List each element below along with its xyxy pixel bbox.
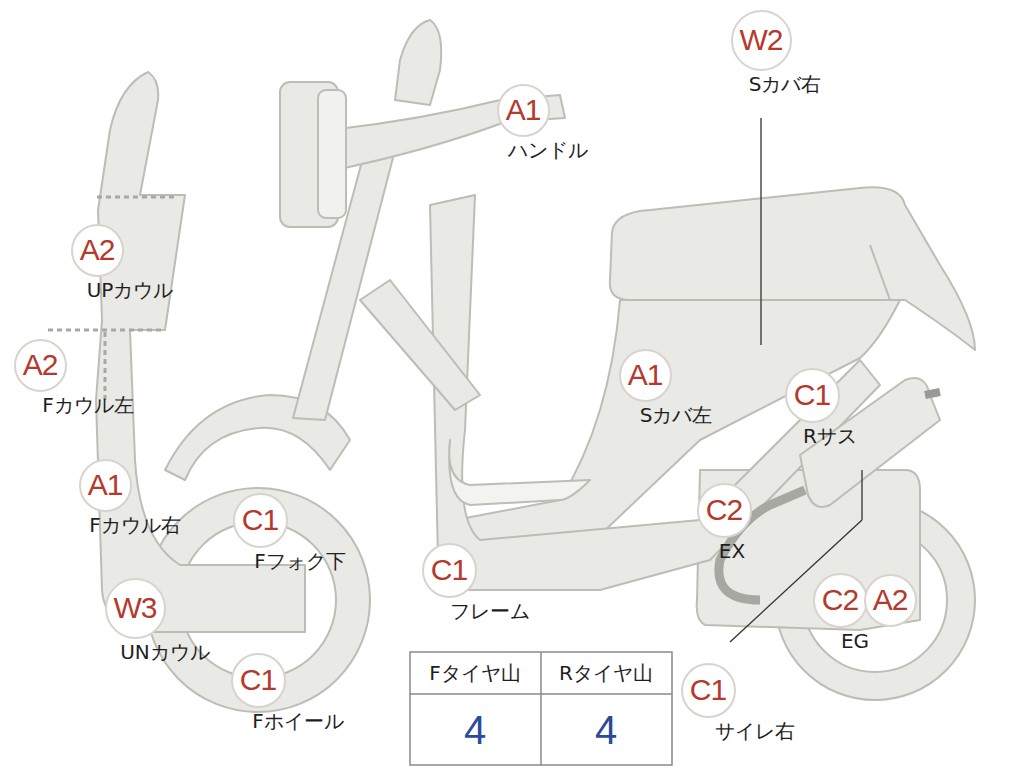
shock-mount	[925, 392, 940, 395]
part-name: EG	[841, 630, 869, 652]
damage-callout: A1Fカウル右	[79, 459, 132, 512]
floor-board	[449, 440, 590, 505]
callout-code: A2	[864, 574, 917, 627]
damage-callout: C2EX	[697, 483, 752, 538]
callout-code: C1	[785, 368, 840, 423]
panel-division	[104, 332, 107, 400]
leader-line	[760, 118, 761, 345]
damage-callout: A1ハンドル	[497, 84, 550, 137]
callout-code: C2	[813, 573, 868, 628]
callout-code: A1	[497, 84, 550, 137]
part-name: UNカウル	[120, 641, 210, 663]
headlight-rim	[318, 90, 346, 218]
callout-code: C2	[697, 483, 752, 538]
seat-seam	[870, 245, 890, 300]
callout-code: A1	[79, 459, 132, 512]
part-name: Rサス	[803, 425, 857, 447]
damage-callout: C1Fフォク下	[233, 493, 288, 548]
tread-value: 4	[595, 708, 617, 753]
part-name: Fフォク下	[254, 550, 346, 572]
damage-callout: C1Fホイール	[231, 653, 286, 708]
part-name: ハンドル	[508, 139, 588, 161]
damage-callout: W2Sカバ右	[731, 10, 792, 71]
damage-callout: A1Sカバ左	[619, 349, 672, 402]
part-name: Fカウル左	[42, 394, 134, 416]
panel-division	[48, 329, 162, 332]
part-name: Sカバ左	[640, 404, 713, 426]
tread-table	[410, 652, 672, 765]
part-name: フレーム	[450, 600, 530, 622]
table-rule	[540, 652, 542, 765]
callout-code: C1	[422, 543, 477, 598]
frame-down-tube	[360, 280, 480, 410]
table-header: Rタイヤ山	[559, 660, 653, 687]
damage-callout: W3UNカウル	[105, 578, 166, 639]
damage-callout: C1Rサス	[785, 368, 840, 423]
callout-code: C1	[231, 653, 286, 708]
callout-code: W2	[731, 10, 792, 71]
panel-division	[97, 196, 178, 199]
part-name: UPカウル	[87, 279, 174, 301]
damage-callout: A2Fカウル左	[14, 339, 67, 392]
front-cowl	[96, 72, 305, 632]
damage-callout: A2UPカウル	[71, 224, 124, 277]
callout-code: C1	[233, 493, 288, 548]
callout-code: C1	[681, 663, 736, 718]
part-name: EX	[719, 540, 745, 562]
windscreen	[395, 20, 441, 105]
callout-code: A2	[71, 224, 124, 277]
callout-code: A2	[14, 339, 67, 392]
callout-code: A1	[619, 349, 672, 402]
callout-code: W3	[105, 578, 166, 639]
frame	[430, 195, 880, 590]
part-name: サイレ右	[715, 720, 795, 742]
damage-callout: A2	[864, 574, 917, 627]
damage-callout: C1フレーム	[422, 543, 477, 598]
part-name: Fホイール	[252, 710, 344, 732]
tread-value: 4	[464, 708, 486, 753]
part-name: Fカウル右	[89, 514, 181, 536]
damage-callout: C1サイレ右	[681, 663, 736, 718]
leader-line	[861, 470, 862, 520]
table-header: Fタイヤ山	[429, 660, 521, 687]
part-name: Sカバ右	[749, 73, 822, 95]
damage-callout: C2EG	[813, 573, 868, 628]
